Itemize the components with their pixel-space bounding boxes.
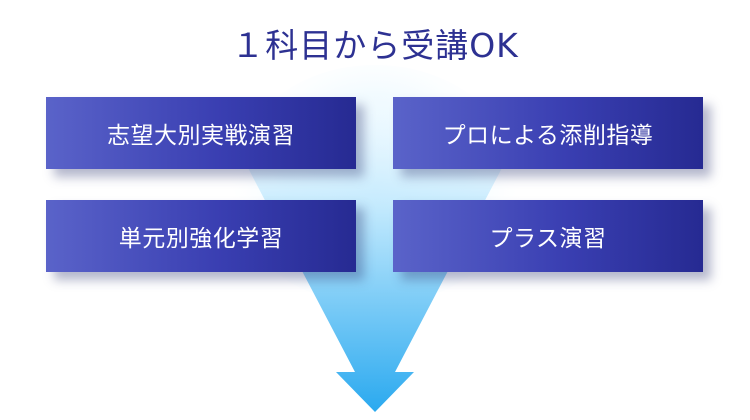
option-card-mock-exam: 志望大別実戦演習 [46, 97, 356, 169]
option-card-unit-study: 単元別強化学習 [46, 200, 356, 272]
option-card-pro-correction: プロによる添削指導 [393, 97, 703, 169]
option-card-plus-practice: プラス演習 [393, 200, 703, 272]
page-title: １科目から受講OK [231, 26, 519, 65]
down-arrow-icon [215, 105, 535, 412]
